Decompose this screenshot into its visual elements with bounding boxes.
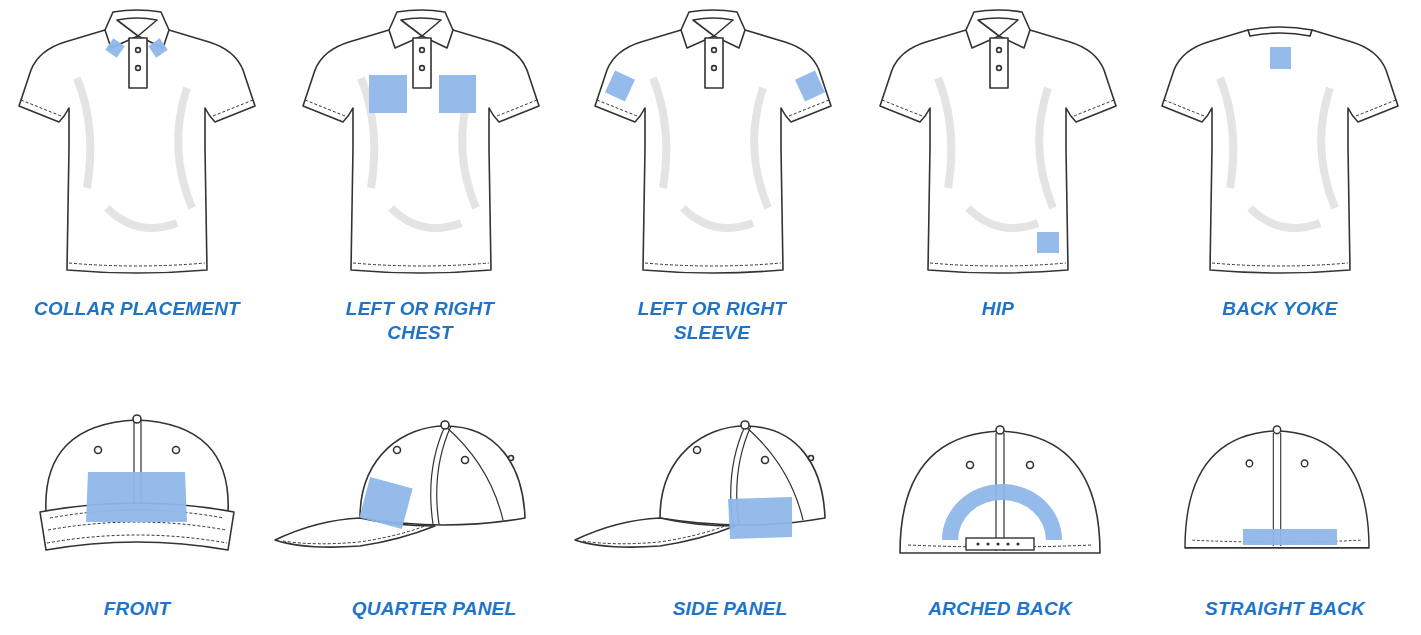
placement-label: BACK YOKE [1180, 297, 1380, 321]
placement-label: LEFT OR RIGHT SLEEVE [627, 297, 797, 345]
placement-label: SIDE PANEL [620, 597, 840, 621]
placement-label: HIP [898, 297, 1098, 321]
placement-area [86, 38, 1337, 545]
cap-side [575, 421, 825, 547]
cap-front [40, 415, 234, 550]
placement-label: STRAIGHT BACK [1175, 597, 1395, 621]
placement-label: FRONT [37, 597, 237, 621]
strap-holes [976, 542, 1019, 545]
cap-side [275, 421, 525, 547]
placement-label: COLLAR PLACEMENT [7, 297, 267, 321]
cap-back [1185, 426, 1369, 548]
shirt-front [595, 10, 831, 273]
shirt-front [880, 10, 1116, 273]
shirt-back [1162, 27, 1398, 273]
shirt-front [303, 10, 539, 273]
strap [966, 538, 1034, 550]
shirt-front [19, 10, 255, 273]
cap-back [900, 426, 1100, 553]
placement-label: LEFT OR RIGHT CHEST [335, 297, 505, 345]
placement-label: QUARTER PANEL [314, 597, 554, 621]
placement-label: ARCHED BACK [890, 597, 1110, 621]
